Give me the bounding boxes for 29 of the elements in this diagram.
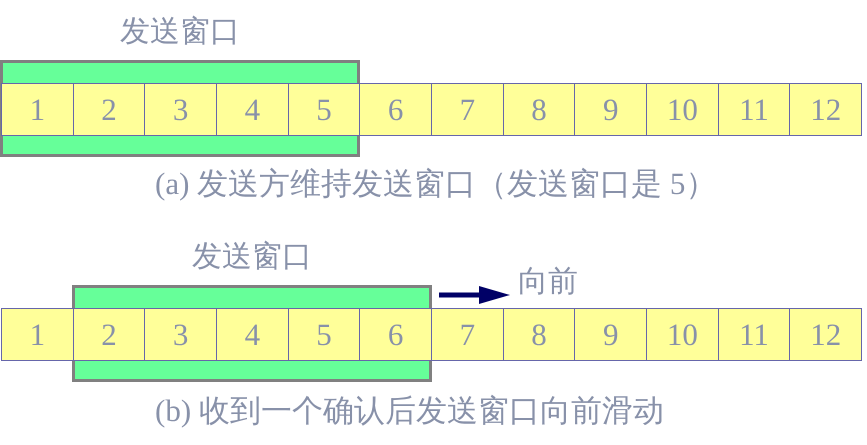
sequence-number-cell: 9 xyxy=(574,83,648,136)
sequence-number-cell: 2 xyxy=(72,83,146,136)
sequence-number-cell: 6 xyxy=(359,308,432,361)
sequence-number-cell: 11 xyxy=(718,308,790,361)
window-title: 发送窗口 xyxy=(120,15,240,50)
caption: (a) 发送方维持发送窗口（发送窗口是 5） xyxy=(155,166,716,202)
sequence-number-cell: 5 xyxy=(288,83,360,136)
caption: (b) 收到一个确认后发送窗口向前滑动 xyxy=(155,393,664,429)
sequence-number-cell: 4 xyxy=(216,308,289,361)
direction-label: 向前 xyxy=(518,265,578,300)
sequence-number-cell: 7 xyxy=(431,83,504,136)
sequence-number-cell: 5 xyxy=(288,308,360,361)
sequence-number-cell: 8 xyxy=(502,83,576,136)
sequence-number-cell: 4 xyxy=(216,83,289,136)
sequence-number-cell: 12 xyxy=(789,308,862,361)
sequence-number-cell: 1 xyxy=(1,83,74,136)
sequence-number-cell: 12 xyxy=(789,83,862,136)
sequence-number-cell: 3 xyxy=(144,83,217,136)
sequence-number-cell: 10 xyxy=(646,308,719,361)
sequence-number-cell: 2 xyxy=(72,308,146,361)
sequence-number-cell: 7 xyxy=(431,308,504,361)
window-title: 发送窗口 xyxy=(192,240,312,274)
sequence-number-cell: 6 xyxy=(359,83,432,136)
sequence-number-cell: 11 xyxy=(718,83,790,136)
sequence-number-cell: 9 xyxy=(574,308,648,361)
sequence-number-cell: 10 xyxy=(646,83,719,136)
sequence-number-cell: 8 xyxy=(502,308,576,361)
sequence-number-cell: 3 xyxy=(144,308,217,361)
sequence-number-cell: 1 xyxy=(1,308,74,361)
